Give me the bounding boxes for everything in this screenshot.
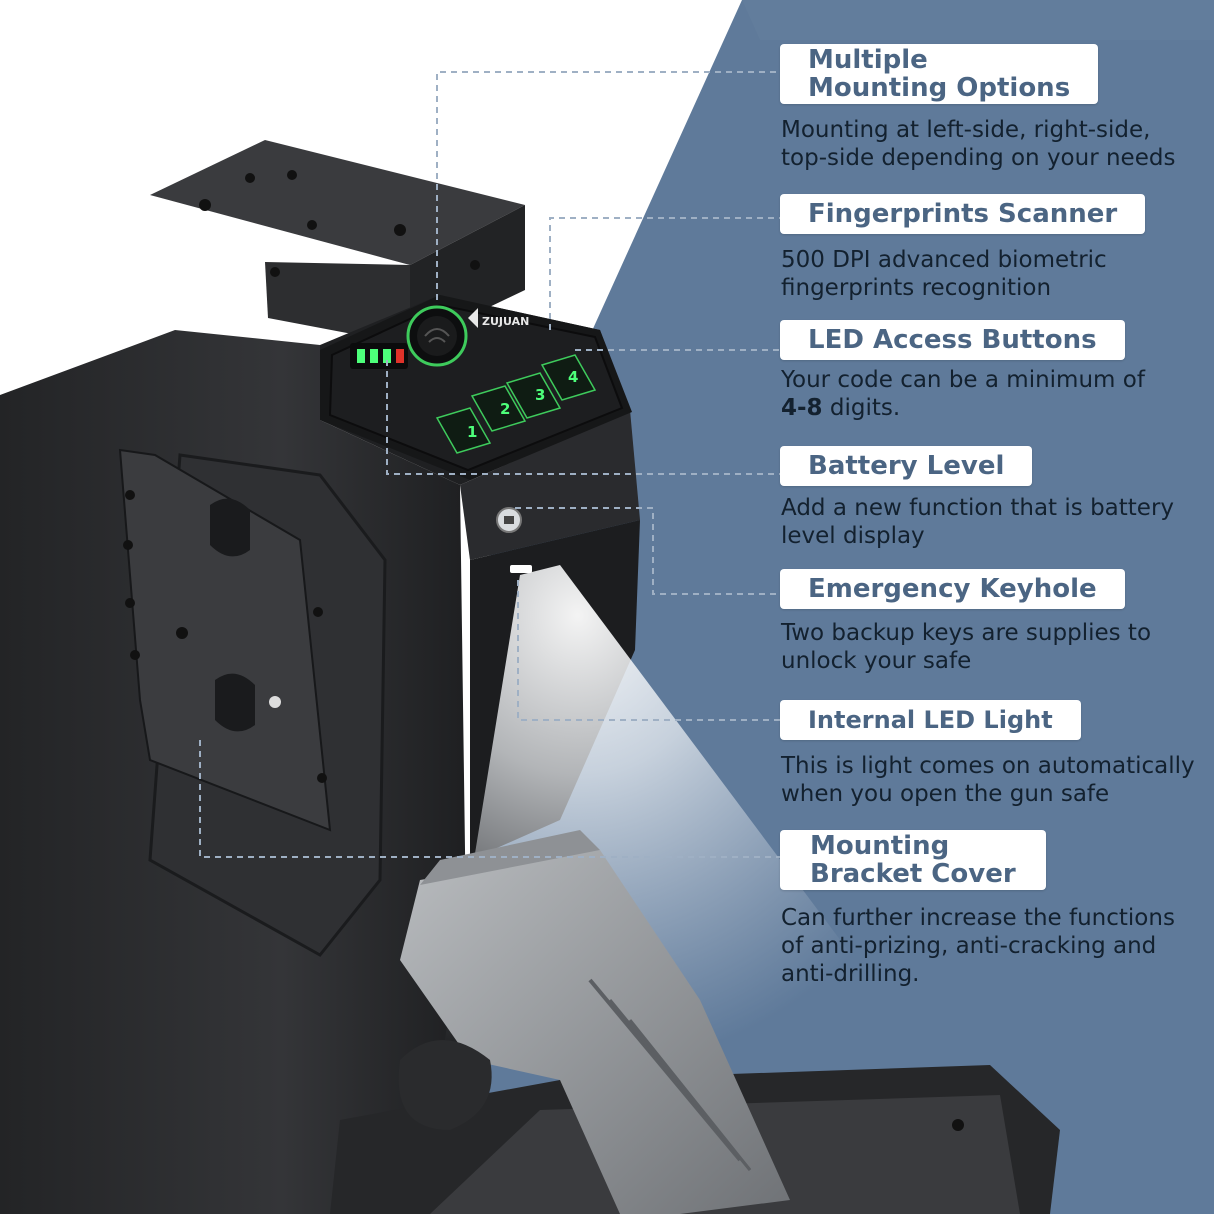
feature-description: Mounting at left-side, right-side, top-s…	[780, 116, 1200, 172]
battery-level-indicator	[350, 343, 408, 369]
feature-description-line: Your code can be a minimum of	[781, 367, 1145, 393]
feature-title-line: LED Access Buttons	[808, 325, 1097, 355]
feature-title-pill: Fingerprints Scanner	[780, 194, 1146, 234]
emergency-keyhole[interactable]	[496, 507, 522, 533]
feature-description-tail: digits.	[822, 395, 901, 421]
keypad-button-4-label: 4	[568, 368, 578, 386]
feature-title-line: Internal LED Light	[808, 706, 1053, 734]
feature-title-pill: Multiple Mounting Options	[780, 44, 1099, 104]
feature-mounting-options: Multiple Mounting Options Mounting at le…	[780, 44, 1200, 172]
feature-description-line: anti-drilling.	[781, 961, 920, 987]
brand-logo-text: ZUJUAN	[482, 315, 529, 328]
feature-description-line: This is light comes on automatically	[781, 753, 1195, 779]
keypad-button-2-label: 2	[500, 400, 510, 418]
feature-description: Two backup keys are supplies to unlock y…	[780, 619, 1200, 675]
feature-title-pill: Internal LED Light	[780, 700, 1081, 740]
feature-title-line: Mounting	[810, 831, 950, 861]
feature-description: Add a new function that is battery level…	[780, 494, 1200, 550]
feature-title-line: Fingerprints Scanner	[808, 199, 1118, 229]
feature-emergency-keyhole: Emergency Keyhole Two backup keys are su…	[780, 569, 1200, 675]
feature-title-line: Multiple	[808, 45, 928, 75]
feature-description-line: 4-8 digits.	[781, 394, 1200, 422]
feature-mounting-bracket-cover: Mounting Bracket Cover Can further incre…	[780, 830, 1200, 988]
feature-description-line: level display	[781, 523, 925, 549]
fingerprint-scanner	[406, 305, 468, 367]
feature-description-line: fingerprints recognition	[781, 275, 1052, 301]
feature-description-line: of anti-prizing, anti-cracking and	[781, 933, 1157, 959]
feature-title-pill: Battery Level	[780, 446, 1033, 486]
feature-title-pill: LED Access Buttons	[780, 320, 1125, 360]
feature-title-pill: Mounting Bracket Cover	[780, 830, 1046, 890]
feature-description-line: Two backup keys are supplies to	[781, 620, 1152, 646]
keypad-button-1-label: 1	[467, 423, 477, 441]
digit-range-highlight: 4-8	[781, 395, 823, 421]
internal-led-light	[510, 565, 532, 573]
feature-title-pill: Emergency Keyhole	[780, 569, 1125, 609]
feature-description-line: 500 DPI advanced biometric	[781, 247, 1107, 273]
feature-description: 500 DPI advanced biometric fingerprints …	[780, 246, 1200, 302]
feature-description: Can further increase the functions of an…	[780, 904, 1200, 988]
feature-description-line: Can further increase the functions	[781, 905, 1175, 931]
brand-logo: ZUJUAN	[468, 308, 529, 328]
keypad-button-3-label: 3	[535, 386, 545, 404]
feature-description-line: Mounting at left-side, right-side,	[781, 117, 1151, 143]
feature-description: This is light comes on automatically whe…	[780, 752, 1200, 808]
feature-title-line: Bracket Cover	[810, 859, 1016, 889]
feature-title-line: Mounting Options	[808, 73, 1071, 103]
feature-description-line: unlock your safe	[781, 648, 972, 674]
feature-battery-level: Battery Level Add a new function that is…	[780, 446, 1200, 550]
feature-description-line: top-side depending on your needs	[781, 145, 1176, 171]
feature-title-line: Emergency Keyhole	[808, 574, 1097, 604]
feature-led-access-buttons: LED Access Buttons Your code can be a mi…	[780, 320, 1200, 422]
feature-description: Your code can be a minimum of 4-8 digits…	[780, 366, 1200, 422]
feature-title-line: Battery Level	[808, 451, 1005, 481]
feature-description-line: Add a new function that is battery	[781, 495, 1175, 521]
feature-description-line: when you open the gun safe	[781, 781, 1110, 807]
feature-internal-led-light: Internal LED Light This is light comes o…	[780, 700, 1200, 808]
feature-fingerprint-scanner: Fingerprints Scanner 500 DPI advanced bi…	[780, 194, 1200, 302]
